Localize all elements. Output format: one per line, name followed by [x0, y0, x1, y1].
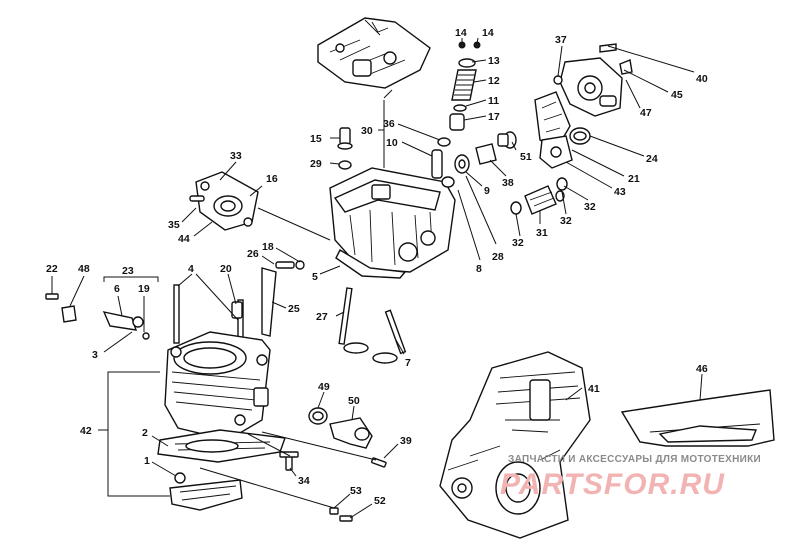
- callout-46: 46: [696, 363, 708, 375]
- valve-spring-assembly[interactable]: [431, 41, 481, 179]
- seat-cover[interactable]: [620, 389, 775, 447]
- callout-14b: 14: [482, 27, 494, 39]
- callout-19: 19: [138, 283, 150, 295]
- callout-4: 4: [188, 263, 194, 275]
- watermark: ЗАПЧАСТИ И АКСЕССУАРЫ ДЛЯ МОТОТЕХНИКИ PA…: [500, 454, 761, 501]
- callout-41: 41: [588, 383, 600, 395]
- crankcase-base-fragment[interactable]: [169, 479, 243, 511]
- callout-28: 28: [492, 251, 504, 263]
- callout-6: 6: [114, 283, 120, 295]
- callout-13: 13: [488, 55, 500, 67]
- callout-15: 15: [310, 133, 322, 145]
- watermark-brand: PARTSFOR.RU: [500, 468, 725, 501]
- water-pipe[interactable]: [510, 177, 568, 215]
- pump-cover[interactable]: [539, 135, 573, 169]
- callout-48: 48: [78, 263, 90, 275]
- callout-49: 49: [318, 381, 330, 393]
- callout-8: 8: [476, 263, 482, 275]
- callout-53: 53: [350, 485, 362, 497]
- callout-25: 25: [288, 303, 300, 315]
- callout-21: 21: [628, 173, 640, 185]
- callout-14a: 14: [455, 27, 467, 39]
- engine-assembly[interactable]: [439, 351, 591, 539]
- cylinder-block[interactable]: [164, 331, 271, 441]
- leader-lines: [51, 37, 703, 519]
- pump-o-ring[interactable]: [569, 127, 591, 145]
- callout-38: 38: [502, 177, 514, 189]
- bolts[interactable]: [279, 451, 387, 522]
- callout-23: 23: [122, 265, 134, 277]
- dowel-pin[interactable]: [174, 472, 186, 484]
- callout-3: 3: [92, 349, 98, 361]
- callout-2: 2: [142, 427, 148, 439]
- exhaust-valves[interactable]: [338, 287, 407, 364]
- callout-9: 9: [484, 185, 490, 197]
- callout-labels: 14 14 13 12 11 17 36 30 10 15 29 33 16 3…: [46, 27, 708, 507]
- exhaust-elbow[interactable]: [308, 407, 373, 449]
- callout-31: 31: [536, 227, 548, 239]
- cylinder-gasket[interactable]: [157, 429, 286, 463]
- callout-37: 37: [555, 34, 567, 46]
- callout-32b: 32: [560, 215, 572, 227]
- callout-44: 44: [178, 233, 190, 245]
- callout-16: 16: [266, 173, 278, 185]
- callout-40: 40: [696, 73, 708, 85]
- callout-36: 36: [383, 118, 395, 130]
- callout-35: 35: [168, 219, 180, 231]
- callout-10: 10: [386, 137, 398, 149]
- callout-47: 47: [640, 107, 652, 119]
- cylinder-studs[interactable]: [173, 260, 305, 359]
- callout-24: 24: [646, 153, 658, 165]
- callout-20: 20: [220, 263, 232, 275]
- callout-7: 7: [405, 357, 411, 369]
- water-pump-housing[interactable]: [553, 43, 633, 117]
- cylinder-head[interactable]: [329, 167, 456, 279]
- stud-and-washer[interactable]: [337, 127, 353, 170]
- callout-12: 12: [488, 75, 500, 87]
- callout-5: 5: [312, 271, 318, 283]
- callout-22: 22: [46, 263, 58, 275]
- callout-26: 26: [247, 248, 259, 260]
- callout-39: 39: [400, 435, 412, 447]
- callout-50: 50: [348, 395, 360, 407]
- breather-fittings[interactable]: [45, 293, 150, 340]
- callout-52: 52: [374, 495, 386, 507]
- pump-gasket[interactable]: [534, 91, 571, 151]
- callout-11: 11: [488, 95, 499, 107]
- intake-manifold[interactable]: [189, 171, 259, 231]
- callout-27: 27: [316, 311, 328, 323]
- callout-45: 45: [671, 89, 683, 101]
- callout-42: 42: [80, 425, 92, 437]
- callout-29: 29: [310, 158, 322, 170]
- callout-17: 17: [488, 111, 500, 123]
- callout-30: 30: [361, 125, 373, 137]
- callout-32c: 32: [584, 201, 596, 213]
- cylinder-head-cover[interactable]: [317, 17, 431, 89]
- callout-34: 34: [298, 475, 310, 487]
- callout-33: 33: [230, 150, 242, 162]
- callout-43: 43: [614, 186, 626, 198]
- callout-18: 18: [262, 241, 274, 253]
- callout-1: 1: [144, 455, 150, 467]
- callout-51: 51: [520, 151, 532, 163]
- watermark-subtitle: ЗАПЧАСТИ И АКСЕССУАРЫ ДЛЯ МОТОТЕХНИКИ: [508, 454, 761, 465]
- callout-32a: 32: [512, 237, 524, 249]
